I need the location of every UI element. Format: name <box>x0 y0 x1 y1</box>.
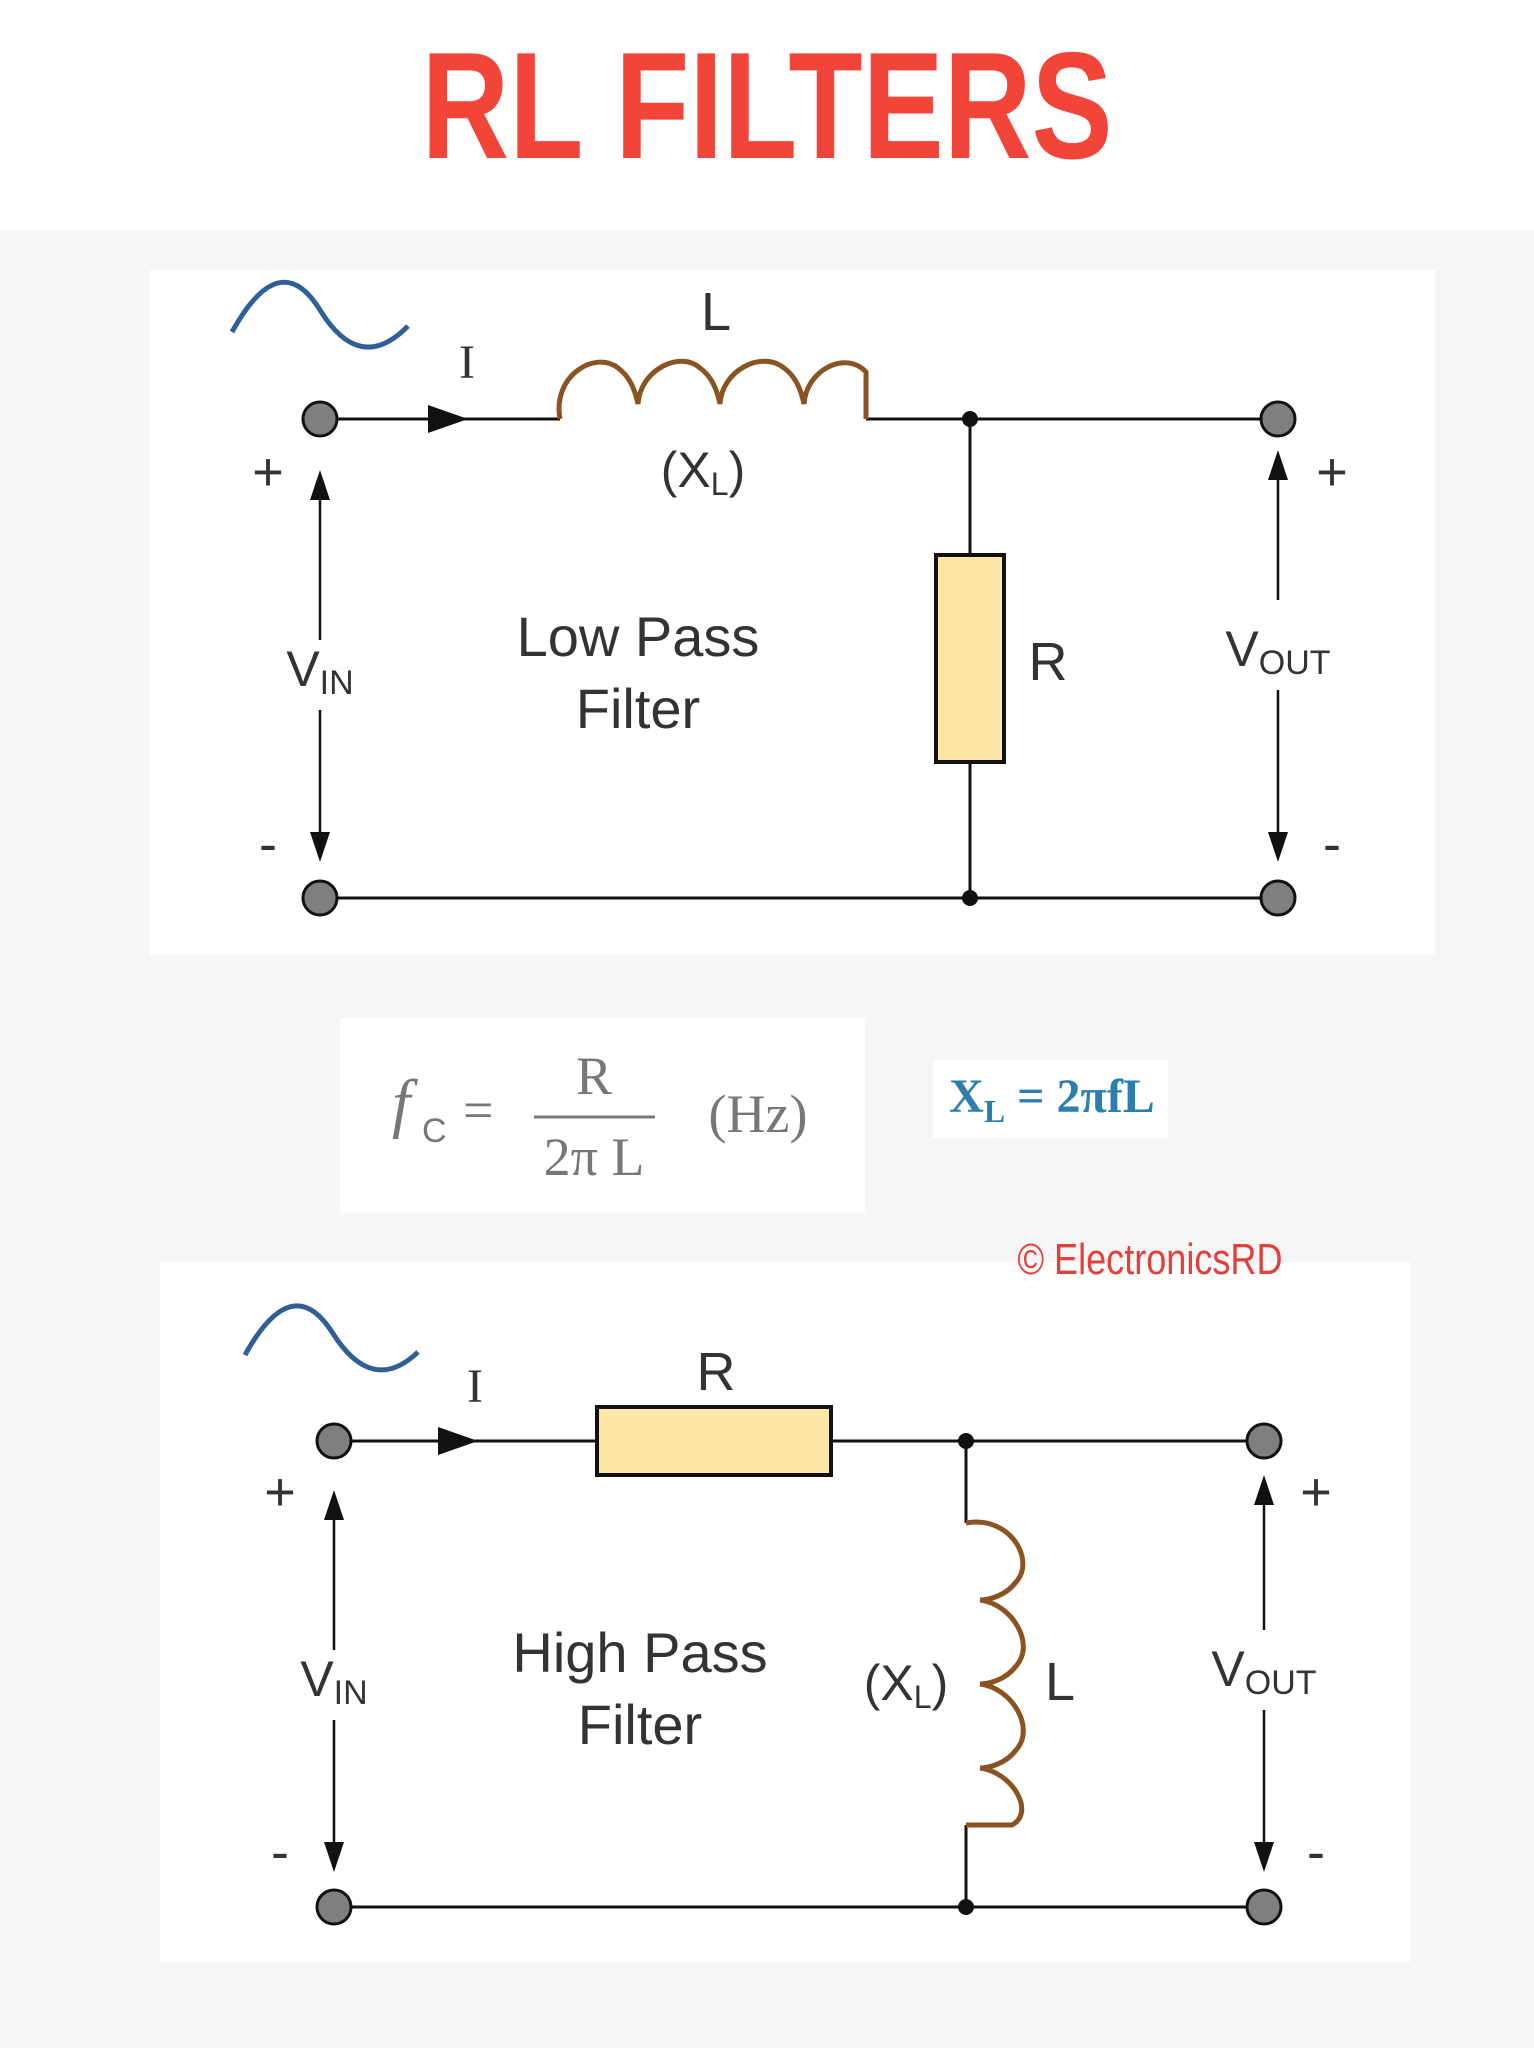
vout-arrow-down-icon <box>1254 1842 1274 1872</box>
ac-source-icon <box>229 279 410 350</box>
vout-label: VOUT <box>1211 1641 1316 1702</box>
current-arrow-icon <box>428 405 468 433</box>
resistor-label: R <box>697 1342 736 1402</box>
output-terminal-bottom <box>1259 879 1297 917</box>
formula-f-subscript: C <box>422 1112 447 1150</box>
inductor-icon <box>965 1519 1026 1828</box>
formula-denominator: 2π L <box>544 1127 645 1187</box>
input-terminal-bottom <box>315 1888 353 1926</box>
vin-arrow-up-icon <box>310 470 330 500</box>
vout-minus-label: - <box>1307 1822 1325 1882</box>
vout-plus-label: + <box>1316 442 1348 502</box>
formula-unit: (Hz) <box>709 1084 808 1144</box>
vin-plus-label: + <box>264 1462 296 1522</box>
input-terminal-bottom <box>301 879 339 917</box>
inductor-icon <box>556 358 869 420</box>
output-terminal-top <box>1259 400 1297 438</box>
formula-equals: = <box>463 1080 493 1140</box>
vin-arrow-down-icon <box>324 1842 344 1872</box>
xl-formula-panel <box>933 1060 1168 1138</box>
vout-minus-label: - <box>1323 814 1341 874</box>
vout-arrow-down-icon <box>1268 832 1288 862</box>
copyright-label: © ElectronicsRD <box>1017 1235 1282 1284</box>
low-pass-circuit: I L (XL) R VIN VOUT + - + - Low Pass Fil… <box>229 279 1348 917</box>
vin-minus-label: - <box>259 814 277 874</box>
caption-line-1: High Pass <box>512 1621 767 1684</box>
reactance-formula: XL = 2πfL <box>949 1070 1155 1129</box>
ac-source-icon <box>242 1303 420 1373</box>
output-terminal-top <box>1245 1422 1283 1460</box>
caption-line-1: Low Pass <box>517 605 760 668</box>
vin-plus-label: + <box>252 442 284 502</box>
junction-dot <box>958 1899 974 1915</box>
vin-minus-label: - <box>271 1822 289 1882</box>
vin-label: VIN <box>286 641 353 702</box>
junction-dot <box>962 411 978 427</box>
formula-numerator: R <box>576 1046 612 1106</box>
resistor-label: R <box>1029 632 1068 692</box>
junction-dot <box>958 1433 974 1449</box>
reactance-label: (XL) <box>864 1655 948 1715</box>
high-pass-panel <box>160 1262 1410 1962</box>
page-title: RL FILTERS <box>421 21 1112 191</box>
current-label: I <box>467 1360 483 1413</box>
vout-plus-label: + <box>1300 1462 1332 1522</box>
output-terminal-bottom <box>1245 1888 1283 1926</box>
high-pass-circuit: I R L (XL) VIN VOUT + - + - High Pass Fi… <box>242 1303 1332 1926</box>
input-terminal-top <box>301 400 339 438</box>
current-label: I <box>459 336 475 389</box>
vout-arrow-up-icon <box>1254 1475 1274 1505</box>
inductor-label: L <box>1045 1652 1075 1712</box>
caption-line-2: Filter <box>578 1693 702 1756</box>
current-arrow-icon <box>438 1427 478 1455</box>
low-pass-panel <box>150 270 1435 955</box>
vout-label: VOUT <box>1225 621 1330 682</box>
resistor-icon <box>595 1405 833 1477</box>
resistor-icon <box>934 553 1006 764</box>
reactance-label: (XL) <box>661 442 745 502</box>
junction-dot <box>962 890 978 906</box>
caption-line-2: Filter <box>576 677 700 740</box>
vin-arrow-up-icon <box>324 1490 344 1520</box>
vin-label: VIN <box>300 1651 367 1712</box>
input-terminal-top <box>315 1422 353 1460</box>
vout-arrow-up-icon <box>1268 450 1288 480</box>
inductor-label: L <box>701 282 731 342</box>
vin-arrow-down-icon <box>310 832 330 862</box>
